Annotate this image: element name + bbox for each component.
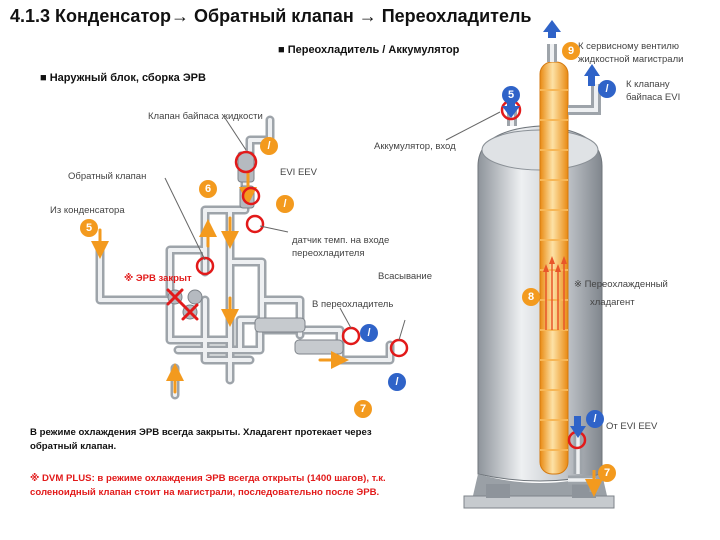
badge-7-left: 7 [354, 400, 372, 418]
badge-7-right: 7 [598, 464, 616, 482]
leader-lines [164, 111, 501, 341]
badge-accum-5: 5 [502, 86, 520, 104]
eev-pipe-assembly [91, 115, 409, 400]
note-line-2: обратный клапан. [30, 441, 117, 452]
section-outdoor-unit: ■ Наружный блок, сборка ЭРВ [40, 72, 206, 84]
label-service-valve-2: жидкостной магистрали [578, 54, 684, 65]
badge-8: 8 [522, 288, 540, 306]
note-dvm-line-1: ※ DVM PLUS: в режиме охлаждения ЭРВ всег… [30, 473, 386, 484]
section-subcooler: ■ Переохладитель / Аккумулятор [278, 44, 460, 56]
badge-9: 9 [562, 42, 580, 60]
label-evi-eev: EVI EEV [280, 167, 317, 178]
label-eev-closed: ※ ЭРВ закрыт [124, 273, 192, 284]
badge-blue-slash-3: / [598, 80, 616, 98]
label-service-valve-1: К сервисному вентилю [578, 41, 679, 52]
page-title: 4.1.3 Конденсатор→ Обратный клапан → Пер… [10, 6, 532, 26]
label-suction: Всасывание [378, 271, 433, 282]
label-evi-bypass-1: К клапану [626, 79, 670, 90]
badge-blue-slash-4: / [586, 410, 604, 428]
label-accumulator-inlet: Аккумулятор, вход [374, 141, 456, 152]
note-line-1: В режиме охлаждения ЭРВ всегда закрыты. … [30, 427, 372, 438]
note-dvm-plus: ※ DVM PLUS: в режиме охлаждения ЭРВ всег… [30, 472, 450, 500]
badge-6: 6 [199, 180, 217, 198]
badge-orange-slash-1: / [260, 137, 278, 155]
label-bypass-valve: Клапан байпаса жидкости [148, 111, 263, 122]
badge-blue-slash-1: / [360, 324, 378, 342]
label-evi-bypass-2: байпаса EVI [626, 92, 681, 103]
badge-5: 5 [80, 219, 98, 237]
label-subcooled-2: хладагент [590, 297, 635, 308]
label-check-valve: Обратный клапан [68, 171, 147, 182]
note-cooling-mode: В режиме охлаждения ЭРВ всегда закрыты. … [30, 426, 430, 454]
note-dvm-line-2: соленоидный клапан стоит на магистрали, … [30, 487, 380, 498]
label-from-evi-eev: От EVI EEV [606, 421, 658, 432]
badge-orange-slash-2: / [276, 195, 294, 213]
label-subcooled-1: ※ Переохлажденный [574, 279, 668, 290]
label-temp-sensor-2: переохладителя [292, 248, 365, 259]
label-temp-sensor-1: датчик темп. на входе [292, 235, 390, 246]
label-from-condenser: Из конденсатора [50, 205, 125, 216]
subcooler-tube [500, 20, 603, 497]
badge-blue-slash-2: / [388, 373, 406, 391]
label-to-subcooler: В переохладитель [312, 299, 394, 310]
